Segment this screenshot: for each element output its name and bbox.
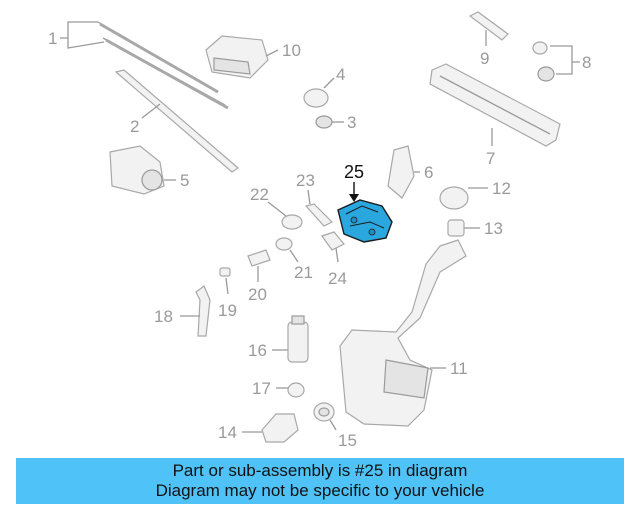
banner-line-1: Part or sub-assembly is #25 in diagram: [172, 461, 468, 480]
callout-22: 22: [250, 185, 287, 217]
svg-text:23: 23: [296, 171, 315, 190]
svg-text:5: 5: [180, 171, 189, 190]
part-14-motor[interactable]: [261, 413, 299, 443]
callout-5: 5: [164, 171, 189, 190]
part-19-clip[interactable]: [219, 267, 231, 277]
callout-17: 17: [252, 379, 288, 398]
part-3-nut[interactable]: [315, 115, 333, 129]
svg-text:8: 8: [582, 53, 591, 72]
callout-9: 9: [480, 30, 489, 68]
svg-text:9: 9: [480, 49, 489, 68]
part-12-cap[interactable]: [439, 186, 469, 210]
part-2-wiper-arm[interactable]: [114, 69, 239, 173]
svg-text:25: 25: [344, 162, 364, 182]
part-24-clip[interactable]: [321, 231, 345, 251]
svg-text:22: 22: [250, 185, 269, 204]
part-25-highlighted[interactable]: [337, 199, 393, 243]
part-13-filler-cap[interactable]: [447, 219, 465, 237]
callout-10: 10: [265, 41, 301, 60]
svg-text:21: 21: [294, 263, 313, 282]
callout-18: 18: [154, 307, 200, 326]
svg-text:2: 2: [130, 117, 139, 136]
part-10-module[interactable]: [205, 35, 269, 79]
callout-2: 2: [130, 103, 161, 136]
callout-25: 25: [344, 162, 364, 202]
svg-text:1: 1: [48, 29, 57, 48]
svg-text:14: 14: [218, 423, 237, 442]
part-18-hose[interactable]: [195, 285, 211, 337]
part-1-wiper-blade[interactable]: [97, 21, 229, 110]
part-20-connector[interactable]: [247, 249, 271, 267]
svg-text:24: 24: [328, 269, 347, 288]
svg-text:7: 7: [486, 149, 495, 168]
svg-text:18: 18: [154, 307, 173, 326]
svg-text:20: 20: [248, 285, 267, 304]
part-6-bracket[interactable]: [387, 145, 415, 199]
part-5-wiper-motor[interactable]: [109, 145, 165, 195]
callout-4: 4: [323, 65, 345, 89]
callout-11: 11: [430, 359, 468, 378]
part-16-washer-pump[interactable]: [287, 315, 309, 363]
svg-text:13: 13: [484, 219, 503, 238]
svg-text:11: 11: [450, 359, 468, 378]
svg-text:6: 6: [424, 163, 433, 182]
callout-7: 7: [486, 128, 495, 168]
callout-12: 12: [468, 179, 511, 198]
callout-23: 23: [296, 171, 315, 205]
svg-text:4: 4: [336, 65, 345, 84]
callout-24: 24: [328, 247, 347, 288]
svg-text:15: 15: [338, 431, 357, 450]
callout-3: 3: [332, 113, 356, 132]
callout-16: 16: [248, 341, 288, 360]
part-17-grommet[interactable]: [287, 382, 305, 398]
callout-1: 1: [48, 21, 105, 49]
callout-13: 13: [464, 219, 503, 238]
callout-15: 15: [329, 419, 357, 450]
part-21-connector[interactable]: [275, 237, 293, 251]
part-11-washer-reservoir[interactable]: [339, 239, 467, 427]
callout-20: 20: [248, 266, 267, 304]
svg-text:10: 10: [282, 41, 301, 60]
svg-text:12: 12: [492, 179, 511, 198]
callout-8: 8: [550, 45, 591, 75]
part-8-grommet[interactable]: [532, 41, 555, 82]
callout-6: 6: [414, 163, 433, 182]
part-22-grommet[interactable]: [281, 214, 303, 230]
svg-text:17: 17: [252, 379, 271, 398]
part-23-connector[interactable]: [304, 203, 334, 227]
callout-14: 14: [218, 423, 262, 442]
part-15-seal[interactable]: [313, 402, 335, 422]
part-7-wiper-linkage[interactable]: [429, 63, 561, 147]
banner-line-2: Diagram may not be specific to your vehi…: [155, 481, 485, 500]
callout-21: 21: [289, 249, 313, 282]
callout-19: 19: [218, 277, 237, 320]
part-4-cap[interactable]: [303, 88, 329, 108]
part-9-bracket[interactable]: [468, 11, 509, 41]
svg-text:16: 16: [248, 341, 267, 360]
svg-text:3: 3: [347, 113, 356, 132]
info-banner: Part or sub-assembly is #25 in diagram D…: [16, 458, 624, 504]
svg-text:19: 19: [218, 301, 237, 320]
